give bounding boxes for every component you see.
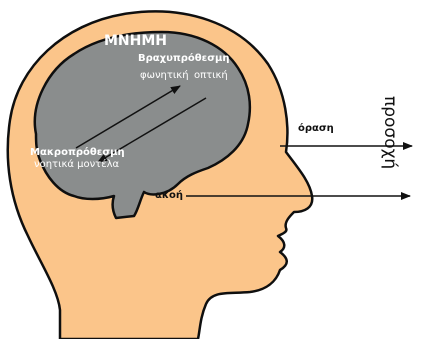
attention-label: προσοχή <box>381 96 398 169</box>
short-term-phonetic: φωνητική <box>140 71 189 81</box>
short-term-title: Βραχυπρόθεσμη <box>138 54 230 64</box>
long-term-title: Μακροπρόθεσμη <box>30 148 125 158</box>
long-term-subtitle: νοητικά μοντέλα <box>34 160 119 170</box>
brain-title: ΜΝΗΜΗ <box>104 34 167 48</box>
vision-label: όραση <box>298 124 334 134</box>
short-term-optical: οπτική <box>194 71 228 81</box>
hearing-label: ακοή <box>155 191 183 201</box>
